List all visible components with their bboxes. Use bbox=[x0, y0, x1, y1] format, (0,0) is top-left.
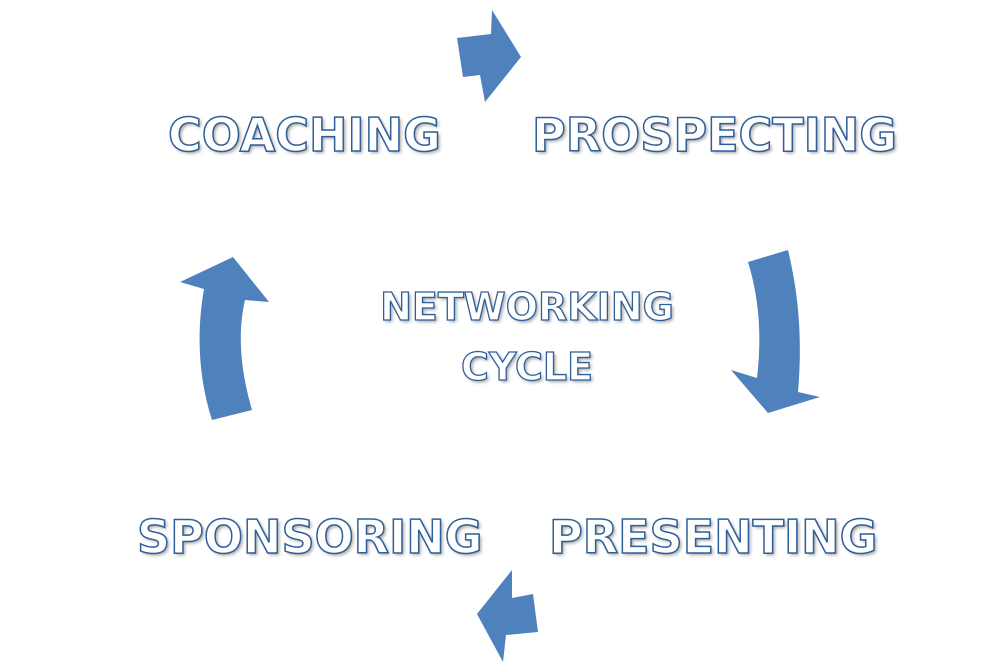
center-title: NETWORKING CYCLE bbox=[361, 277, 693, 397]
arrow-right-icon bbox=[457, 10, 521, 102]
curved-arrow-up-icon bbox=[180, 257, 269, 420]
stage-label-prospecting: PROSPECTING bbox=[531, 108, 898, 162]
stage-label-sponsoring: SPONSORING bbox=[136, 510, 483, 564]
center-title-line2: CYCLE bbox=[460, 344, 594, 389]
center-title-line1: NETWORKING bbox=[379, 284, 674, 329]
stage-label-presenting: PRESENTING bbox=[548, 510, 878, 564]
arrow-left-icon bbox=[477, 570, 538, 662]
stage-label-coaching: COACHING bbox=[167, 108, 441, 162]
curved-arrow-down-icon bbox=[731, 250, 820, 413]
